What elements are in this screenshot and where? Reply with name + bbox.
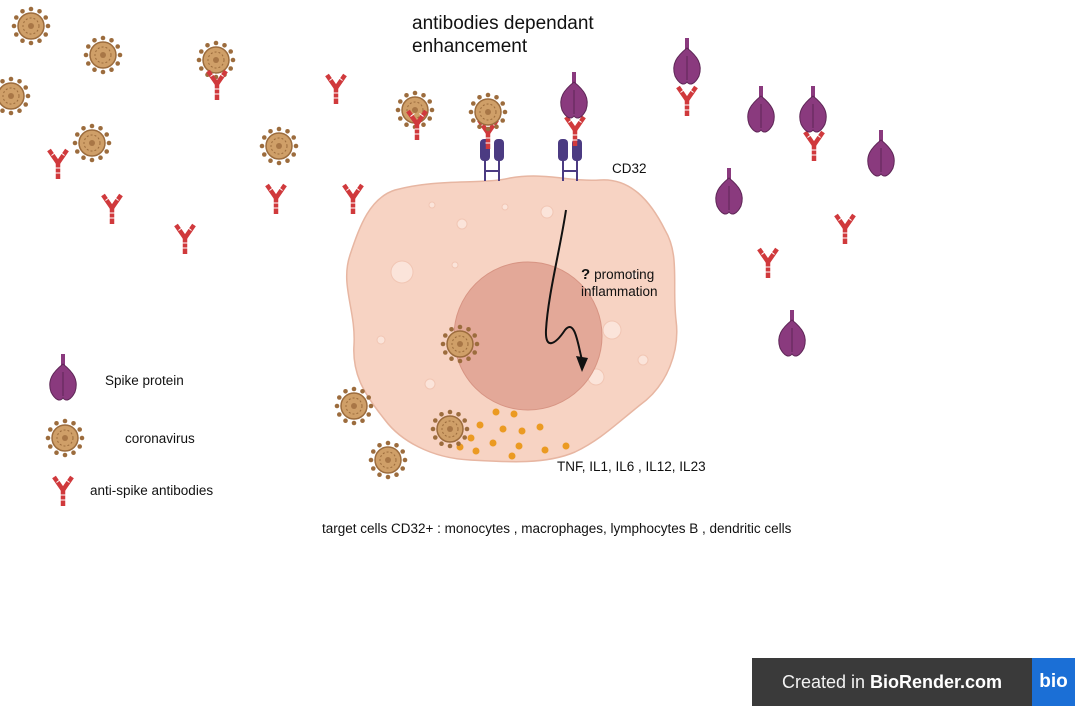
biorender-logo-icon: bio [1032, 658, 1075, 706]
spike-protein-icon [558, 70, 590, 120]
coronavirus-icon [367, 439, 409, 481]
signal-arrow [544, 209, 583, 361]
diagram-title: antibodies dependant enhancement [412, 12, 594, 58]
spike-protein-icon [776, 308, 808, 358]
cd32-receptor-icon [557, 138, 583, 182]
inflammation-text: inflammation [581, 284, 658, 299]
antibody-icon [103, 195, 121, 224]
badge-brand: BioRender.com [870, 671, 1003, 692]
legend-spike-label: Spike protein [105, 373, 184, 388]
antibody-icon [267, 185, 285, 214]
target-cells-label: target cells CD32+ : monocytes , macroph… [322, 521, 792, 536]
coronavirus-icon [71, 122, 113, 164]
arrow-head [576, 356, 588, 372]
legend-antibody-label: anti-spike antibodies [90, 483, 214, 498]
antibody-icon [805, 132, 823, 161]
antibody-icon [344, 185, 362, 214]
coronavirus-icon [467, 91, 509, 133]
coronavirus-icon [195, 39, 237, 81]
legend-spike-protein-icon [47, 352, 79, 402]
badge-created-in: Created in [781, 671, 866, 692]
spike-protein-icon [797, 84, 829, 134]
coronavirus-icon [82, 34, 124, 76]
coronavirus-icon [258, 125, 300, 167]
legend-coronavirus-icon [44, 417, 86, 459]
antibody-icon [176, 225, 194, 254]
badge-text: Created in BioRender.com [752, 658, 1032, 706]
cytokines-label: TNF, IL1, IL6 , IL12, IL23 [557, 459, 706, 474]
cytokine-granule-icon [456, 408, 570, 460]
coronavirus-icon [10, 5, 52, 47]
cell-vesicles [376, 201, 649, 390]
promoting-inflammation-label: ?promoting inflammation [581, 266, 658, 300]
antibody-icon [49, 150, 67, 179]
coronavirus-icon [0, 75, 32, 117]
legend-antibody-icon [54, 477, 72, 506]
antibody-icon [678, 87, 696, 116]
antibody-icon [836, 215, 854, 244]
biorender-badge[interactable]: Created in BioRender.com bio [752, 658, 1075, 706]
cd32-receptor-icon [479, 138, 505, 182]
spike-protein-icon [713, 166, 745, 216]
question-mark: ? [581, 266, 591, 283]
antibody-icon [759, 249, 777, 278]
cd32-label: CD32 [612, 161, 647, 176]
title-line: antibodies dependant enhancement [412, 13, 594, 57]
spike-protein-icon [865, 128, 897, 178]
spike-protein-icon [671, 36, 703, 86]
spike-protein-icon [745, 84, 777, 134]
legend-coronavirus-label: coronavirus [125, 431, 195, 446]
antibody-icon [327, 75, 345, 104]
promoting-text: promoting [594, 267, 655, 282]
